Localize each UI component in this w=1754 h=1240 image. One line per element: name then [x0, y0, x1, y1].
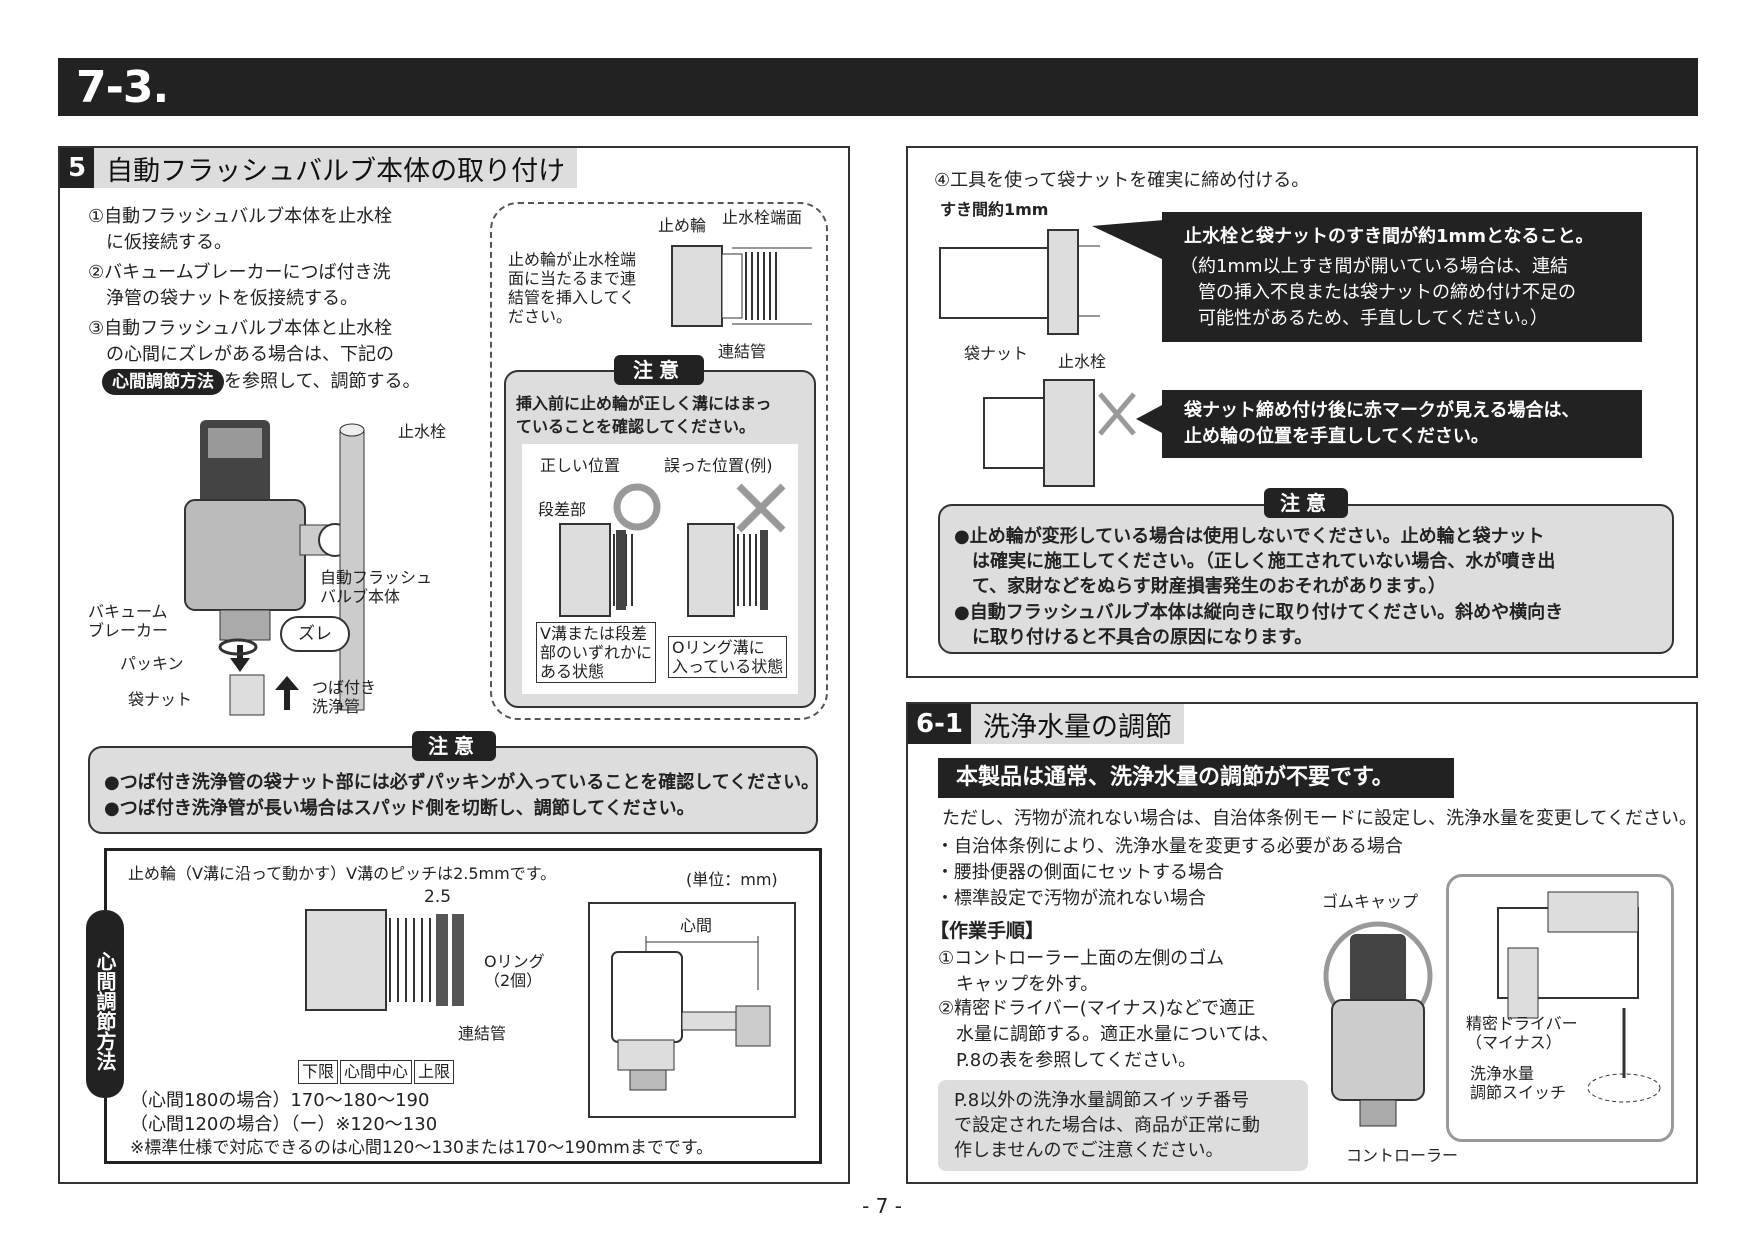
step-3-tail: 心間調節方法を参照して、調節する。 [102, 369, 421, 395]
no-adjust-banner-text: 本製品は通常、洗浄水量の調節が不要です。 [956, 765, 1394, 790]
gap-illustration [939, 229, 1100, 335]
left-caution-line-1: ●つば付き洗浄管の袋ナット部には必ずパッキンが入っていることを確認してください。 [104, 772, 820, 793]
detail-instruction: 止め輪が止水栓端 面に当たるまで連 結管を挿入してく ださい。 [508, 250, 637, 326]
center-adjust-pitch: 2.5 [424, 887, 452, 907]
detail-caution-tag: 注意 [614, 355, 704, 385]
switch-detail-box [1446, 874, 1674, 1142]
red-mark-callout-text: 袋ナット締め付け後に赤マークが見える場合は、 止め輪の位置を手直ししてください。 [1184, 400, 1580, 447]
row-120: （心間120の場合）（ー）※120～130 [130, 1114, 438, 1135]
no-adjust-banner: 本製品は通常、洗浄水量の調節が不要です。 [938, 758, 1454, 798]
right-caution-line-2: ●自動フラッシュバルブ本体は縦向きに取り付けてください。斜めや横向き に取り付け… [954, 602, 1564, 648]
connecting-pipe-illustration [305, 909, 464, 1011]
right-caution-box [938, 504, 1674, 654]
detail-pipe-illustration [671, 245, 812, 327]
detail-caution-text: 挿入前に止め輪が正しく溝にはまっ ていることを確認してください。 [516, 394, 772, 436]
bullet-1: ・自治体条例により、洗浄水量を変更する必要がある場合 [936, 836, 1403, 857]
bullet-3: ・標準設定で汚物が流れない場合 [936, 888, 1206, 909]
detail-stop-ring: 止め輪 [658, 216, 707, 235]
lower-limit-label: 下限 [298, 1060, 339, 1084]
correct-state-label: V溝または段差 部のいずれかに ある状態 [536, 622, 657, 683]
red-mark-callout-box: 袋ナット締め付け後に赤マークが見える場合は、 止め輪の位置を手直ししてください。 [1162, 390, 1642, 458]
valve-install-illustration [184, 420, 365, 716]
step-part-label: 段差部 [538, 500, 587, 519]
limit-labels: 下限 心間中心 上限 [298, 1060, 455, 1084]
intro-text: ただし、汚物が流れない場合は、自治体条例モードに設定し、洗浄水量を変更してくださ… [942, 808, 1697, 829]
right-section-label: 洗浄水量の調節 [982, 711, 1172, 743]
right-section-title: 6-1 洗浄水量の調節 [908, 704, 1184, 744]
right-bag-nut-label: 袋ナット [964, 344, 1029, 363]
center-diagram-box [588, 902, 796, 1118]
gap-callout-bold: 止水栓と袋ナットのすき間が約1mmとなること。 [1184, 226, 1594, 247]
correct-ring-illustration [559, 523, 633, 617]
zure-bubble: ズレ [280, 616, 350, 652]
right-caution-line-1: ●止め輪が変形している場合は使用しないでください。止め輪と袋ナット は確実に施工… [954, 526, 1556, 597]
rubber-cap-label: ゴムキャップ [1322, 892, 1419, 911]
detail-dashed-box [490, 202, 828, 720]
right-section-number: 6-1 [908, 704, 971, 744]
center-adjust-side-tab: 心間調節方法 [86, 910, 124, 1098]
row-180: （心間180の場合）170～180～190 [130, 1090, 430, 1111]
step-3: ③自動フラッシュバルブ本体と止水栓 の心間にズレがある場合は、下記の [88, 318, 394, 365]
center-limit-label: 心間中心 [340, 1060, 413, 1084]
correct-circle-icon [613, 483, 661, 531]
section-header-bar: 7-3. [58, 58, 1698, 116]
upper-limit-label: 上限 [414, 1060, 455, 1084]
center-adjust-unit: (単位：mm) [686, 870, 778, 889]
wrong-position-label: 誤った位置(例) [664, 456, 773, 475]
switch-label: 洗浄水量 調節スイッチ [1470, 1064, 1567, 1102]
oring-label: Oリング （2個） [484, 952, 545, 990]
step-4: ④工具を使って袋ナットを確実に締め付ける。 [934, 170, 1310, 191]
center-adjust-top-note: 止め輪（V溝に沿って動かす）V溝のピッチは2.5mmです。 [128, 864, 557, 883]
section-number: 7-3. [76, 62, 169, 113]
procedure-step-1: ①コントローラー上面の左側のゴム キャップを外す。 [938, 948, 1225, 995]
procedure-step-2: ②精密ドライバー(マイナス)などで適正 水量に調節する。適正水量については、 P… [938, 998, 1280, 1071]
center-diagram-illustration [611, 936, 771, 1091]
controller-illustration [1323, 921, 1433, 1127]
step-2: ②バキュームブレーカーにつば付き洗 浄管の袋ナットを仮接続する。 [88, 262, 391, 309]
left-caution-tag: 注意 [412, 731, 496, 761]
callout-pointer-2 [1136, 404, 1164, 434]
driver-label: 精密ドライバー （マイナス） [1466, 1014, 1578, 1052]
callout-pointer-1 [1092, 220, 1164, 260]
label-vacuum-breaker: バキューム ブレーカー [88, 602, 169, 640]
zure-label: ズレ [298, 624, 332, 644]
label-valve-body: 自動フラッシュ バルブ本体 [320, 568, 433, 606]
center-connecting-pipe-label: 連結管 [458, 1024, 507, 1043]
left-section-number: 5 [60, 148, 95, 188]
detail-valve-end: 止水栓端面 [722, 208, 803, 227]
gap-label: すき間約1mm [940, 200, 1049, 219]
wrong-state-label: Oリング溝に 入っている状態 [668, 636, 788, 678]
switch-number-note: P.8以外の洗浄水量調節スイッチ番号 で設定された場合は、商品が正常に動 作しま… [938, 1080, 1308, 1171]
red-mark-illustration [983, 379, 1136, 487]
correct-position-label: 正しい位置 [540, 456, 621, 475]
bullet-2: ・腰掛便器の側面にセットする場合 [936, 862, 1224, 883]
wrong-ring-illustration [687, 523, 768, 617]
center-adjust-side-label: 心間調節方法 [93, 951, 117, 1071]
wrong-cross-icon [736, 483, 786, 533]
label-packing: パッキン [120, 654, 184, 673]
step-3-tail-text: を参照して、調節する。 [224, 371, 421, 392]
label-bag-nut: 袋ナット [128, 690, 193, 709]
detail-connecting-pipe: 連結管 [718, 342, 767, 361]
gap-callout-box: 止水栓と袋ナットのすき間が約1mmとなること。 （約1mm以上すき間が開いている… [1162, 212, 1642, 342]
right-caution-tag: 注意 [1264, 488, 1348, 518]
label-stop-valve: 止水栓 [398, 422, 447, 441]
left-caution-line-2: ●つば付き洗浄管が長い場合はスパッド側を切断し、調節してください。 [104, 798, 695, 819]
left-section-label: 自動フラッシュバルブ本体の取り付け [106, 155, 566, 187]
procedure-title: 【作業手順】 [930, 920, 1045, 942]
label-flange-pipe: つば付き 洗浄管 [312, 678, 377, 716]
center-note: ※標準仕様で対応できるのは心間120～130または170～190mmまでです。 [130, 1138, 714, 1158]
center-adjust-pill: 心間調節方法 [102, 369, 224, 395]
controller-label: コントローラー [1346, 1146, 1459, 1165]
right-stop-valve-label: 止水栓 [1058, 352, 1107, 371]
center-diagram-label: 心間 [680, 916, 713, 935]
page-number: - 7 - [862, 1194, 902, 1218]
left-section-title: 5 自動フラッシュバルブ本体の取り付け [60, 148, 578, 188]
step-1: ①自動フラッシュバルブ本体を止水栓 に仮接続する。 [88, 206, 393, 253]
switch-detail-illustration [1497, 891, 1661, 1103]
gap-callout-text: （約1mm以上すき間が開いている場合は、連結 管の挿入不良または袋ナットの締め付… [1180, 256, 1576, 329]
